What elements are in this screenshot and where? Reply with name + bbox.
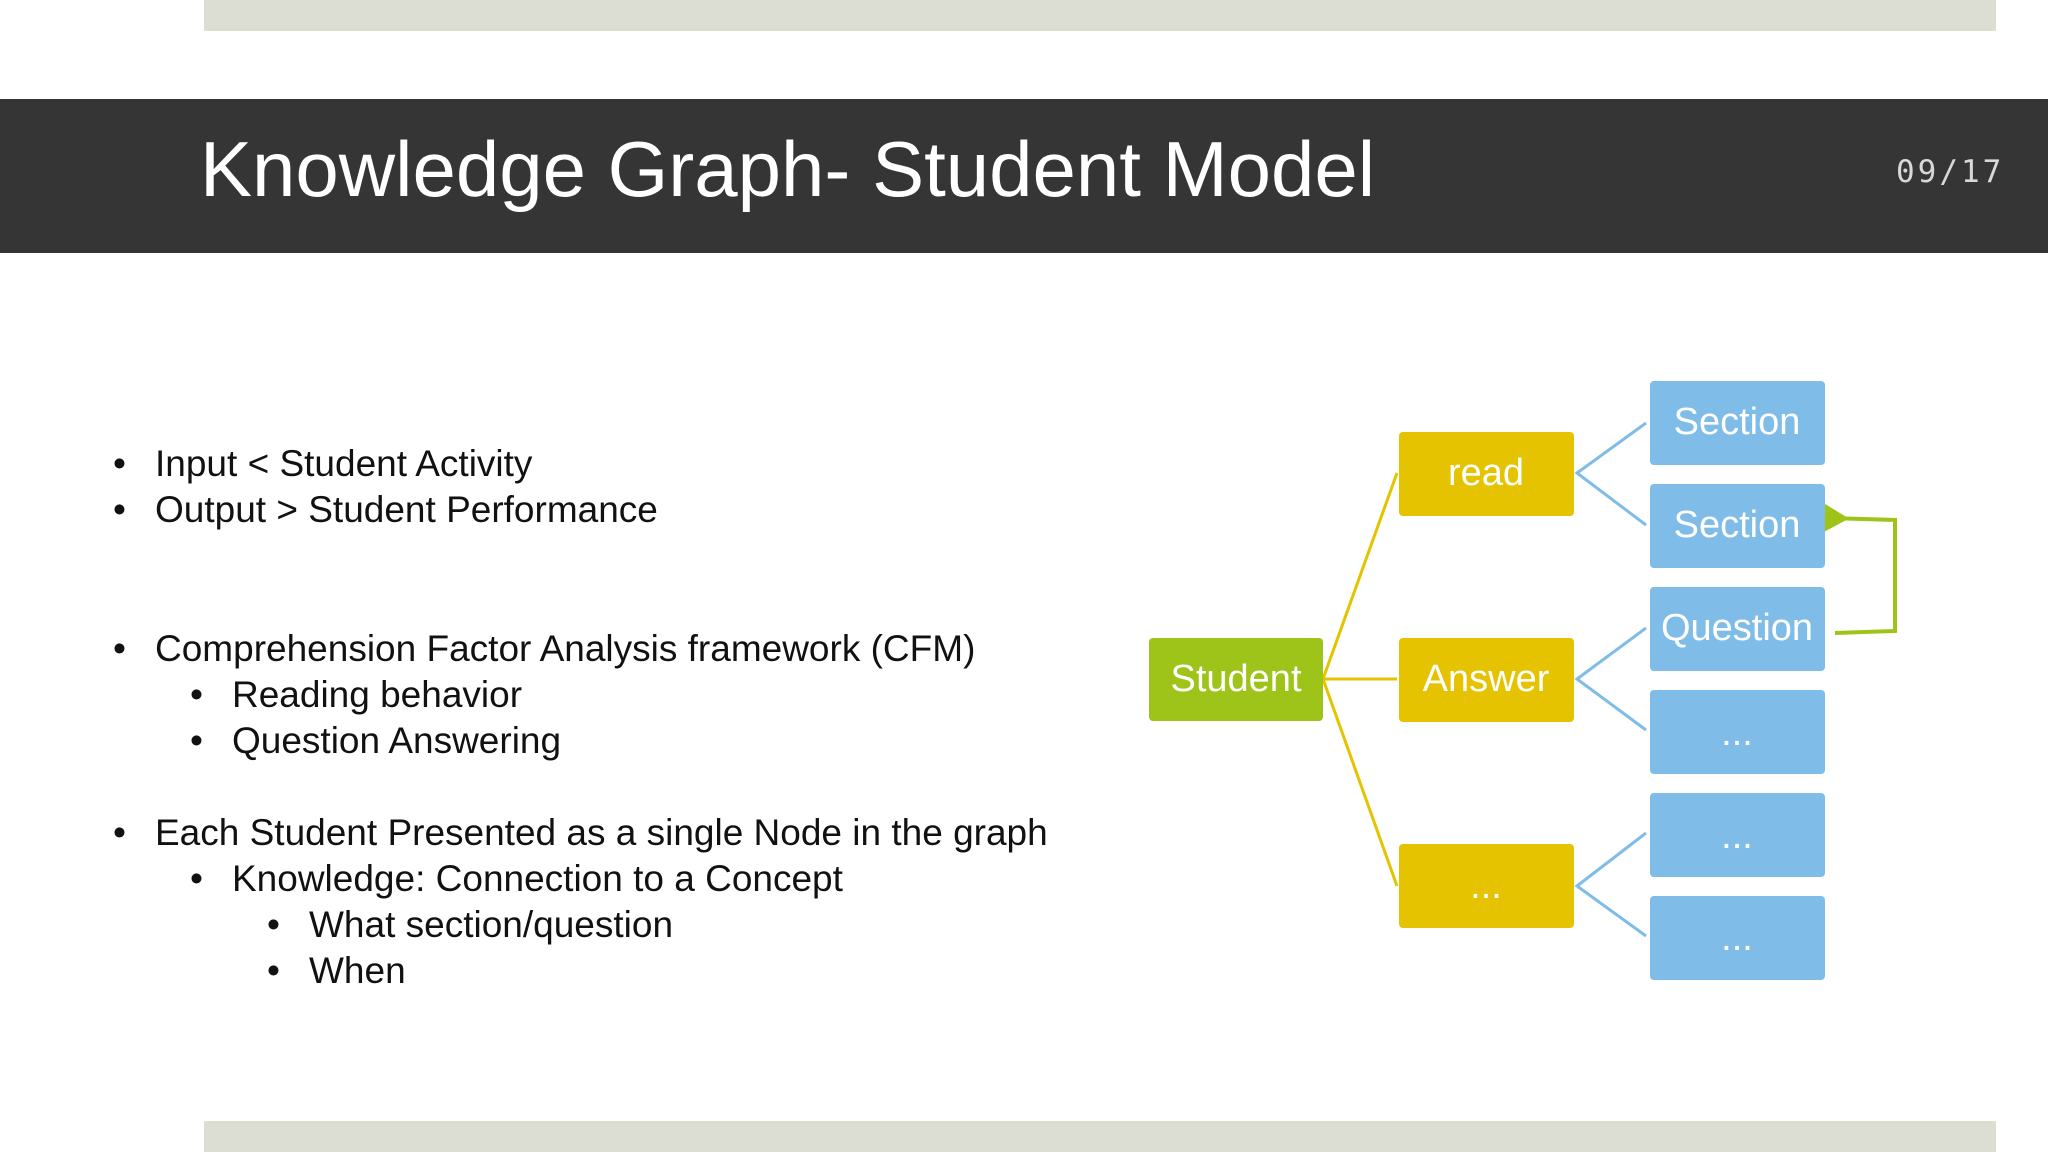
svg-text:Question: Question (1661, 607, 1813, 649)
bullet-dot: • (113, 812, 126, 853)
node-student: Student (1149, 638, 1323, 721)
svg-text:...: ... (1721, 815, 1753, 857)
root-edges (1321, 472, 1399, 887)
slide-number: 09/17 (1896, 154, 2005, 190)
slide-title: Knowledge Graph- Student Model (200, 125, 1376, 213)
edge-student-more (1321, 678, 1399, 887)
top-decor-strip (204, 0, 1996, 31)
edge-answer-leaves (1574, 626, 1647, 732)
bottom-decor-strip (204, 1121, 1996, 1152)
svg-text:...: ... (1721, 712, 1753, 754)
svg-text:Section: Section (1674, 401, 1801, 443)
svg-text:Student: Student (1171, 658, 1302, 700)
svg-text:Section: Section (1674, 504, 1801, 546)
sub-sub-bullet-item: •What section/question (267, 904, 674, 945)
svg-text:Answer: Answer (1423, 658, 1550, 700)
sub-bullet-item: •Knowledge: Connection to a Concept (190, 858, 843, 899)
edge-read-sections (1574, 421, 1647, 527)
svg-text:read: read (1448, 452, 1524, 494)
node-answer: Answer (1399, 638, 1574, 722)
node-level1-more: ... (1399, 844, 1574, 928)
sub-bullet-item: •Reading behavior (190, 674, 523, 715)
leaf-edges (1574, 421, 1647, 938)
question-to-section-arrow (1820, 501, 1897, 635)
sub-bullet-item: •Question Answering (190, 720, 562, 761)
edge-student-read (1321, 472, 1399, 680)
node-section-2: Section (1650, 484, 1825, 568)
node-level2-more-1: ... (1650, 690, 1825, 774)
svg-text:...: ... (1470, 865, 1502, 907)
bullet-dot: • (267, 904, 280, 945)
node-question: Question (1650, 587, 1825, 671)
node-level2-more-3: ... (1650, 896, 1825, 980)
bullet-item: •Input < Student Activity (113, 443, 533, 484)
node-level2-more-2: ... (1650, 793, 1825, 877)
bullet-item: •Comprehension Factor Analysis framework… (113, 628, 976, 669)
sub-sub-bullet-item: •When (267, 950, 406, 991)
bullet-dot: • (190, 720, 203, 761)
bullet-dot: • (267, 950, 280, 991)
node-section-1: Section (1650, 381, 1825, 465)
bullet-dot: • (113, 443, 126, 484)
bullet-dot: • (190, 858, 203, 899)
bullet-dot: • (113, 628, 126, 669)
bullet-item: •Each Student Presented as a single Node… (113, 812, 1048, 853)
svg-text:...: ... (1721, 917, 1753, 959)
node-read: read (1399, 432, 1574, 516)
bullet-item: •Output > Student Performance (113, 489, 658, 530)
edge-more-leaves (1574, 831, 1647, 938)
bullet-dot: • (113, 489, 126, 530)
title-bar (0, 99, 2048, 253)
bullet-dot: • (190, 674, 203, 715)
